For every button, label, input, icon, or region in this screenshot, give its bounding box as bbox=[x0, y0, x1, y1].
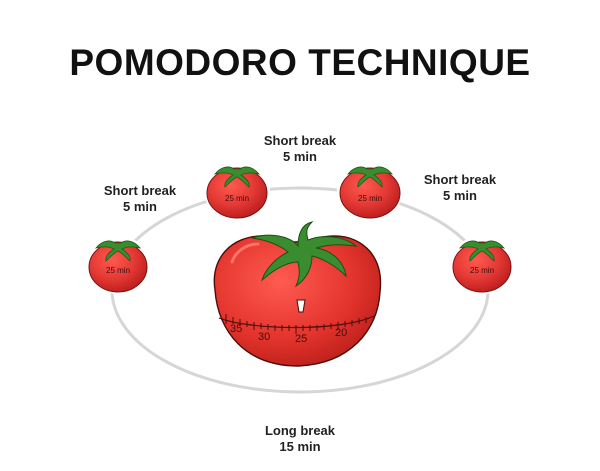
short-break-top-line1: Short break bbox=[263, 133, 337, 148]
short-break-label-top: Short break 5 min bbox=[240, 133, 360, 165]
leaf-icon bbox=[458, 240, 506, 262]
long-break-line2: 15 min bbox=[279, 439, 321, 454]
timer-pointer bbox=[296, 299, 306, 313]
tomato-timer: 35 30 25 20 bbox=[206, 221, 386, 368]
short-break-label-right: Short break 5 min bbox=[400, 172, 520, 204]
pomodoro-1-label: 25 min bbox=[106, 266, 130, 275]
dial-label-35: 35 bbox=[230, 323, 242, 335]
timer-dial-ticks bbox=[225, 314, 367, 334]
leaf-icon bbox=[213, 166, 261, 188]
short-break-left-line2: 5 min bbox=[123, 199, 157, 214]
dial-label-20: 20 bbox=[335, 327, 347, 339]
pomodoro-3: 25 min bbox=[337, 162, 403, 220]
dial-label-25: 25 bbox=[295, 333, 307, 345]
short-break-label-left: Short break 5 min bbox=[80, 183, 200, 215]
short-break-left-line1: Short break bbox=[103, 183, 177, 198]
long-break-label: Long break 15 min bbox=[240, 423, 360, 455]
leaf-icon bbox=[94, 240, 142, 262]
pomodoro-3-label: 25 min bbox=[358, 194, 382, 203]
short-break-right-line1: Short break bbox=[423, 172, 497, 187]
pomodoro-4: 25 min bbox=[449, 236, 515, 294]
stem-icon bbox=[251, 221, 358, 288]
page-title: POMODORO TECHNIQUE bbox=[69, 42, 531, 83]
pomodoro-4-label: 25 min bbox=[470, 266, 494, 275]
long-break-line1: Long break bbox=[264, 423, 336, 438]
short-break-top-line2: 5 min bbox=[283, 149, 317, 164]
pomodoro-2-label: 25 min bbox=[225, 194, 249, 203]
dial-label-30: 30 bbox=[258, 331, 270, 343]
leaf-icon bbox=[346, 166, 394, 188]
pomodoro-1: 25 min bbox=[85, 236, 151, 294]
pomodoro-2: 25 min bbox=[204, 162, 270, 220]
short-break-right-line2: 5 min bbox=[443, 188, 477, 203]
